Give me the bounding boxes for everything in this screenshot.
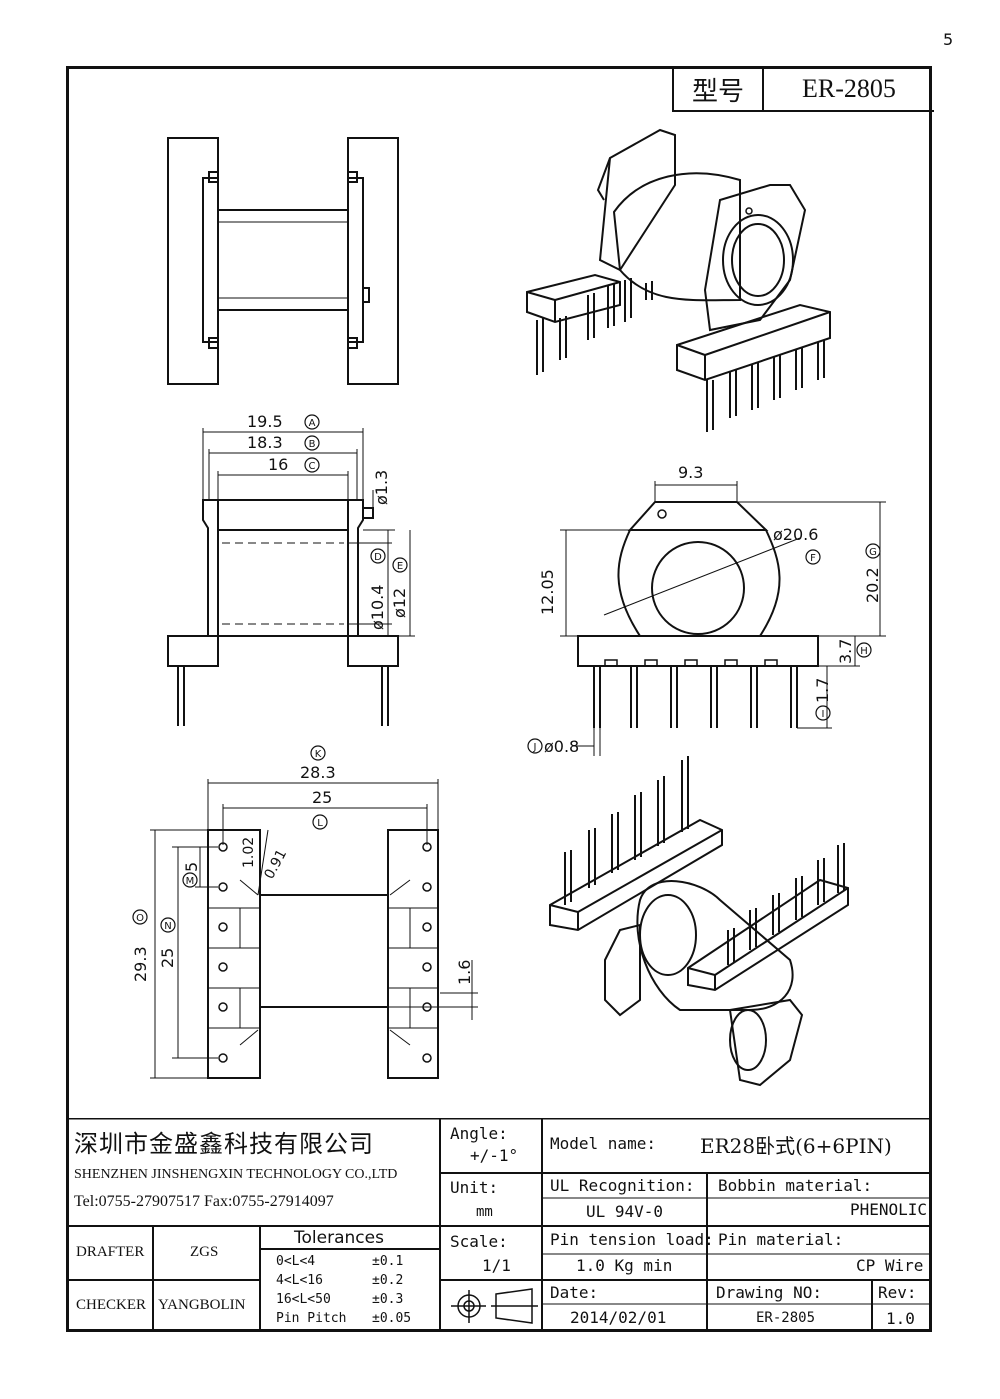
marker-k: K [315, 749, 322, 760]
dim-dia-20-6: ø20.6 [773, 525, 818, 544]
dim-9-3: 9.3 [678, 463, 703, 482]
bobbin-material-label: Bobbin material: [718, 1176, 873, 1195]
model-number-label: 型号 [674, 68, 764, 110]
marker-i: I [822, 709, 825, 720]
pin-material-value: CP Wire [856, 1256, 924, 1275]
tolerance-value-3: ±0.3 [372, 1292, 404, 1307]
drafter-label: DRAFTER [76, 1244, 145, 1260]
title-block-grid [66, 1118, 932, 1332]
dim-25-side: 25 [158, 948, 177, 968]
marker-b: B [309, 439, 316, 450]
page-corner-mark: 5 [943, 30, 954, 49]
tolerance-range-4: Pin Pitch [276, 1311, 347, 1326]
marker-o: O [136, 913, 144, 924]
dim-12-05: 12.05 [538, 569, 557, 615]
marker-g: G [869, 547, 877, 558]
tolerance-value-1: ±0.1 [372, 1254, 404, 1269]
dim-18-3: 18.3 [247, 433, 283, 452]
ul-recognition-value: UL 94V-0 [586, 1202, 664, 1221]
dim-1-02: 1.02 [241, 837, 257, 868]
drawing-no-label: Drawing NO: [716, 1283, 822, 1302]
dim-dia-1-3: ø1.3 [372, 470, 391, 505]
dim-dia-0-8: ø0.8 [544, 737, 579, 756]
front-view [167, 428, 415, 726]
dim-0-91: 0.91 [261, 847, 290, 882]
model-number-value: ER-2805 [802, 74, 896, 103]
dim-3-7: 3.7 [836, 639, 855, 664]
side-view [560, 481, 886, 756]
tolerance-range-2: 4<L<16 [276, 1273, 323, 1288]
angle-label: Angle: [450, 1124, 508, 1143]
dim-dia-12: ø12 [390, 588, 409, 618]
model-name-value: ER28卧式(6+6PIN) [700, 1134, 892, 1158]
date-label: Date: [550, 1283, 599, 1302]
marker-d: D [374, 552, 382, 563]
unit-label: Unit: [450, 1178, 499, 1197]
rev-label: Rev: [878, 1283, 917, 1302]
dim-1-7: 1.7 [813, 678, 832, 703]
dim-19-5: 19.5 [247, 412, 283, 431]
marker-a: A [309, 418, 316, 429]
bobbin-material-value: PHENOLIC [850, 1200, 928, 1219]
marker-m: M [186, 876, 195, 887]
title-block: 深圳市金盛鑫科技有限公司 SHENZHEN JINSHENGXIN TECHNO… [66, 1118, 932, 1332]
dim-1-6: 1.6 [455, 960, 474, 985]
checker-label: CHECKER [76, 1297, 147, 1313]
drawing-no-value: ER-2805 [756, 1310, 816, 1326]
unit-value: mm [476, 1204, 493, 1220]
dim-29-3: 29.3 [131, 946, 150, 982]
tolerances-title: Tolerances [294, 1228, 384, 1248]
dim-25-top: 25 [312, 788, 332, 807]
scale-label: Scale: [450, 1232, 508, 1251]
company-contact: Tel:0755-27907517 Fax:0755-27914097 [74, 1193, 334, 1210]
tolerance-range-1: 0<L<4 [276, 1254, 316, 1269]
title-box: 型号 ER-2805 [672, 68, 934, 112]
marker-c: C [309, 461, 316, 472]
pin-tension-value: 1.0 Kg min [576, 1256, 673, 1275]
projection-symbol [451, 1288, 538, 1324]
dim-dia-10-4: ø10.4 [368, 585, 387, 630]
rev-value: 1.0 [886, 1309, 915, 1328]
bottom-view [150, 779, 478, 1079]
dim-28-3: 28.3 [300, 763, 336, 782]
checker-value: YANGBOLIN [158, 1297, 246, 1313]
tolerance-value-2: ±0.2 [372, 1273, 404, 1288]
marker-l: L [317, 818, 323, 829]
pin-tension-label: Pin tension load: [550, 1230, 714, 1249]
top-view [167, 137, 399, 385]
drafter-value: ZGS [190, 1244, 219, 1260]
dim-16: 16 [268, 455, 288, 474]
iso-view-inverted [549, 756, 849, 1087]
tolerance-range-3: 16<L<50 [276, 1292, 331, 1307]
company-name-en: SHENZHEN JINSHENGXIN TECHNOLOGY CO.,LTD [74, 1167, 398, 1182]
dim-20-2: 20.2 [863, 567, 882, 603]
pin-material-label: Pin material: [718, 1230, 844, 1249]
angle-value: +/-1° [470, 1146, 519, 1165]
marker-j: J [533, 742, 537, 753]
date-value: 2014/02/01 [570, 1308, 667, 1327]
marker-f: F [810, 553, 816, 564]
dim-5: 5 [182, 862, 201, 872]
company-name-cn: 深圳市金盛鑫科技有限公司 [74, 1130, 374, 1158]
ul-recognition-label: UL Recognition: [550, 1176, 695, 1195]
model-name-label: Model name: [550, 1134, 656, 1153]
technical-drawing: 19.5 A 18.3 B 16 C ø1.3 ø10.4 D ø12 E 9.… [131, 128, 886, 1087]
marker-h: H [860, 646, 868, 657]
marker-e: E [397, 561, 403, 572]
marker-n: N [164, 921, 171, 932]
scale-value: 1/1 [482, 1256, 511, 1275]
iso-view-upright [526, 128, 831, 432]
tolerance-value-4: ±0.05 [372, 1311, 412, 1326]
